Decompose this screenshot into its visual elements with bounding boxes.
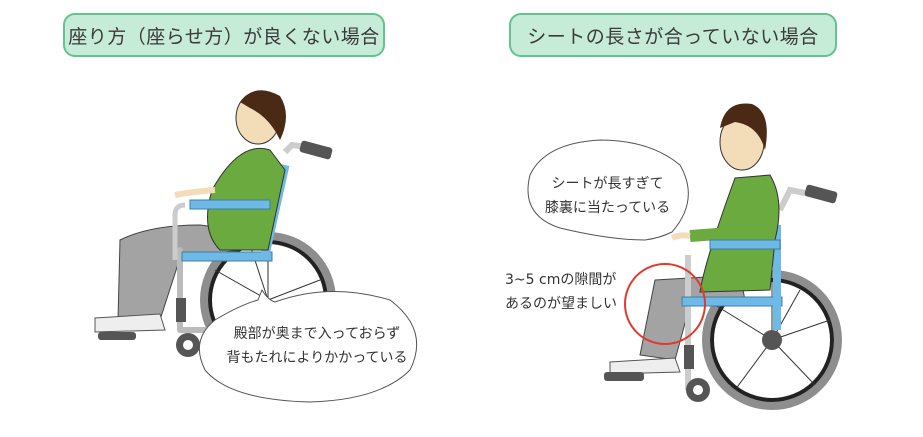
callout-line: シートが長すぎて bbox=[551, 176, 664, 192]
gap-highlight-circle bbox=[624, 263, 706, 345]
heading-seat-length: シートの長さが合っていない場合 bbox=[509, 13, 837, 57]
right-wheelchair-figure bbox=[604, 103, 842, 410]
callout-line: 背もたれによりかかっている bbox=[226, 350, 408, 366]
right-callout-bubble bbox=[527, 139, 689, 241]
left-callout-text: 殿部が奥まで入っておらず 背もたれによりかかっている bbox=[222, 322, 412, 370]
note-line: 3~5 cmの隙間が bbox=[505, 272, 617, 288]
gap-note: 3~5 cmの隙間が あるのが望ましい bbox=[505, 268, 617, 316]
heading-text: 座り方（座らせ方）が良くない場合 bbox=[68, 25, 380, 48]
note-line: あるのが望ましい bbox=[505, 296, 617, 312]
heading-text: シートの長さが合っていない場合 bbox=[527, 25, 819, 48]
callout-line: 殿部が奥まで入っておらず bbox=[233, 326, 401, 342]
callout-line: 膝裏に当たっている bbox=[544, 200, 671, 216]
heading-poor-posture: 座り方（座らせ方）が良くない場合 bbox=[63, 13, 385, 57]
left-callout-bubble bbox=[198, 288, 418, 403]
right-callout-text: シートが長すぎて 膝裏に当たっている bbox=[535, 172, 680, 220]
